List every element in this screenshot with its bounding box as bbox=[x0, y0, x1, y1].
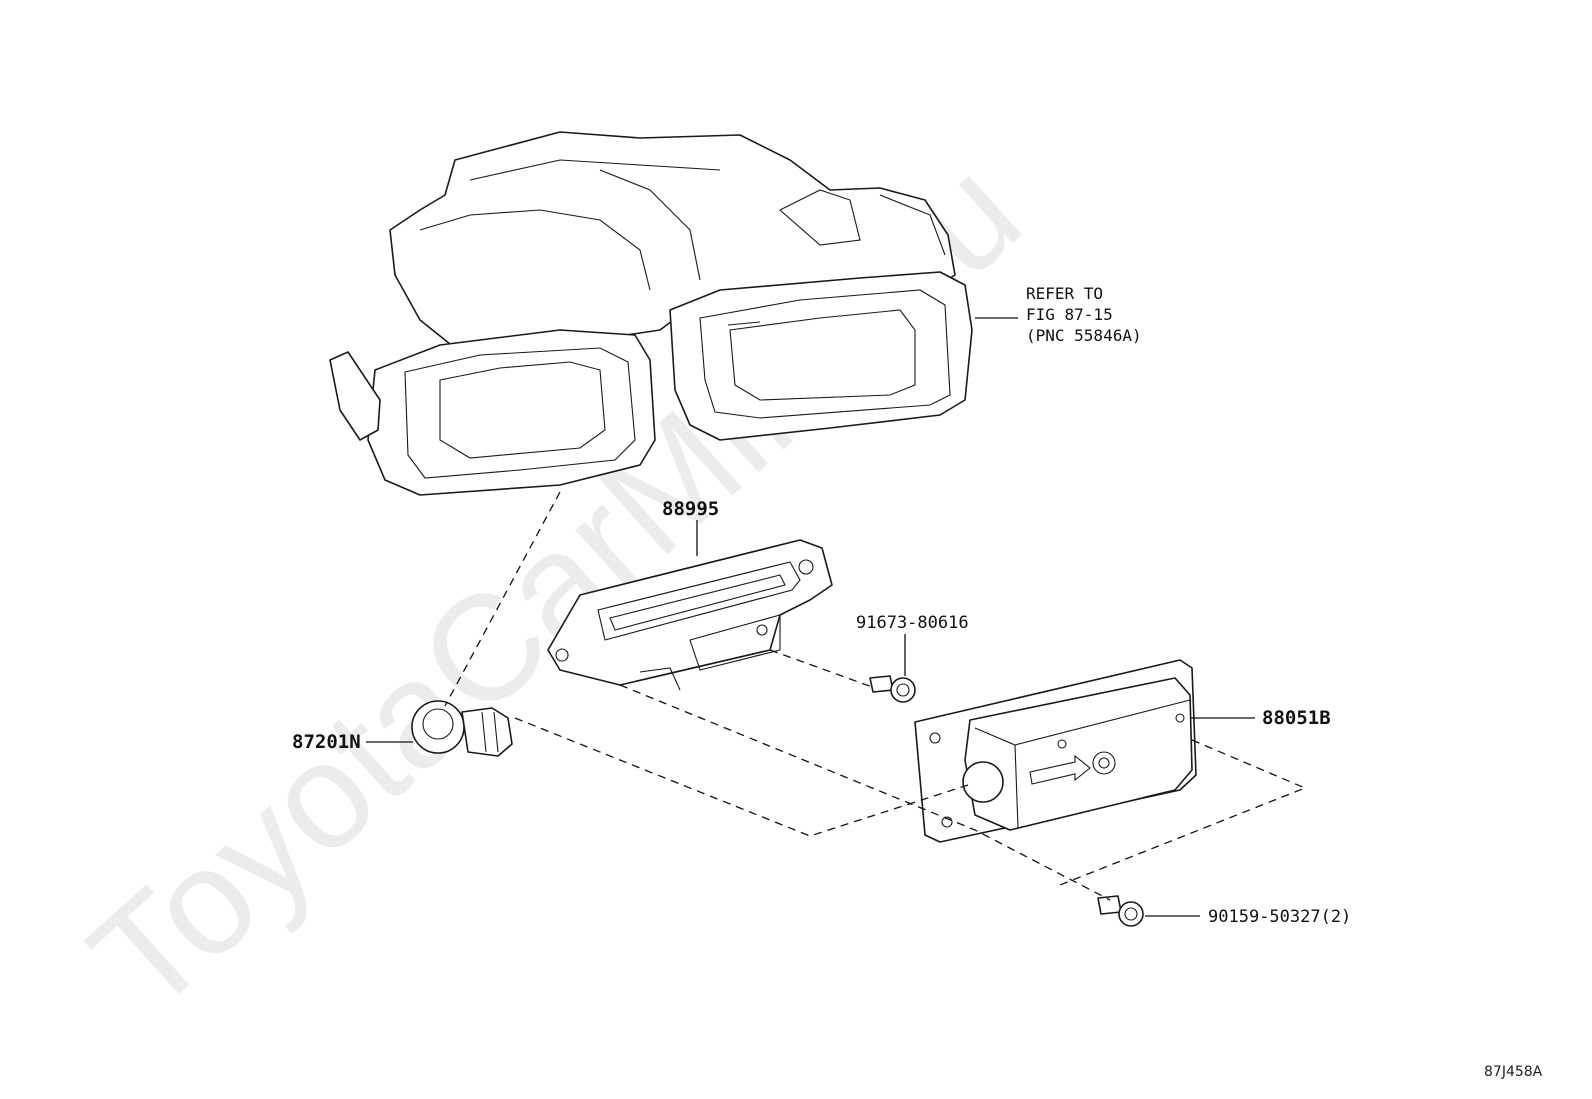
module-label: 88051B bbox=[1262, 707, 1331, 729]
sensor-part bbox=[411, 700, 513, 757]
air-duct-assembly bbox=[329, 131, 973, 496]
reference-note-line1: REFER TO bbox=[1026, 284, 1103, 303]
bracket-label: 88995 bbox=[662, 498, 719, 520]
bracket-screw bbox=[869, 675, 916, 703]
bracket-part bbox=[547, 539, 833, 691]
bracket-screw-label: 91673-80616 bbox=[856, 613, 969, 633]
module-screw-label: 90159-50327(2) bbox=[1208, 907, 1351, 927]
reference-note-line2: FIG 87-15 bbox=[1026, 305, 1113, 324]
figure-id: 87J458A bbox=[1484, 1064, 1543, 1080]
module-screw bbox=[1097, 895, 1144, 927]
reference-note-line3: (PNC 55846A) bbox=[1026, 326, 1142, 345]
module-part bbox=[914, 659, 1197, 843]
assembly-dash-lines bbox=[444, 491, 1307, 901]
sensor-label: 87201N bbox=[292, 731, 361, 753]
